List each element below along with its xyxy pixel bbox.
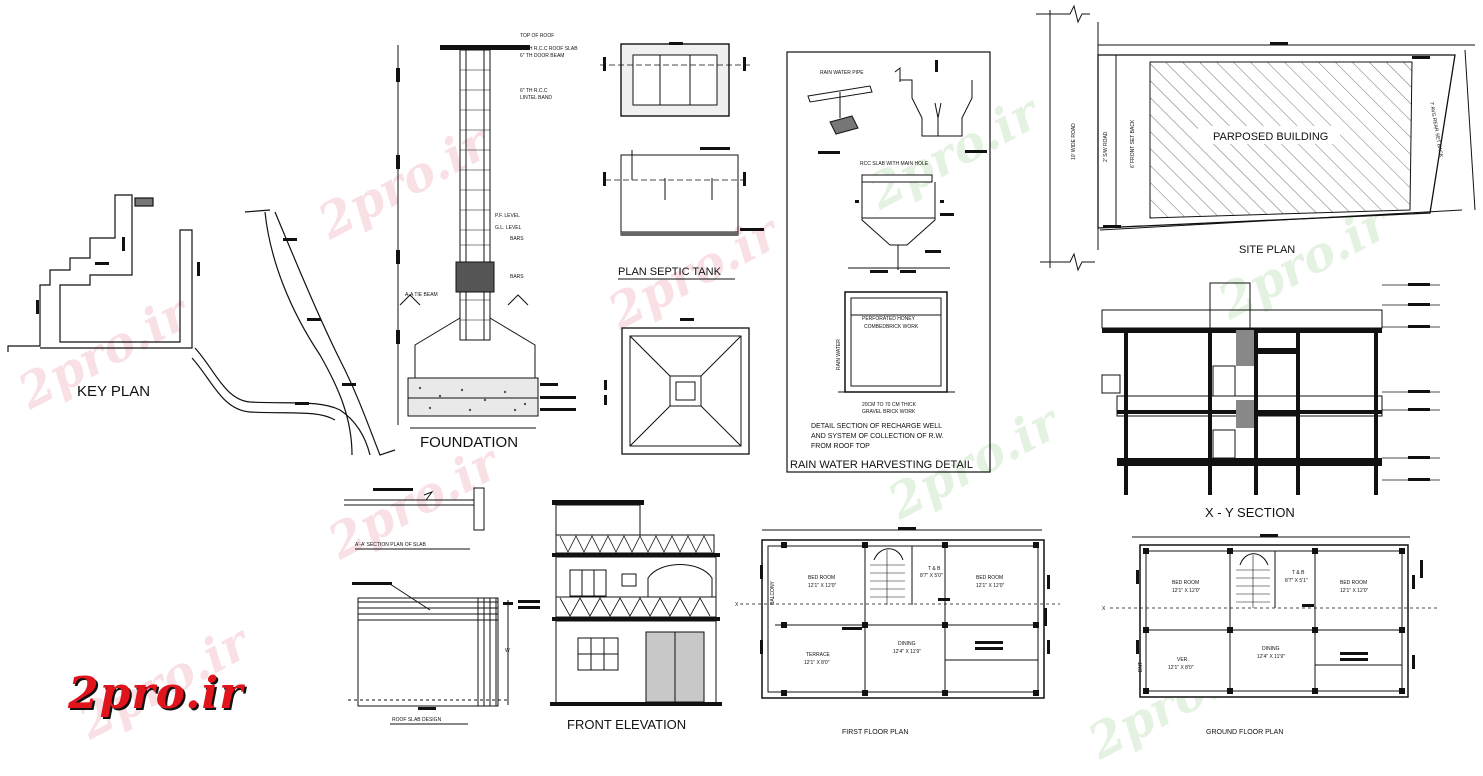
foundation-note-1: TOP OF ROOF	[520, 33, 554, 39]
gf-x-marker: X	[1102, 606, 1106, 612]
foundation-note-6: P.F. LEVEL	[495, 213, 520, 219]
ff-dining: DINING	[898, 641, 916, 647]
xy-section: X - Y SECTION	[1101, 282, 1440, 520]
watermark-2: 2pro.ir	[308, 113, 501, 251]
wide-road-label: 10' WIDE ROAD	[1071, 123, 1077, 160]
ff-tb-dim: 8'7" X 5'0"	[920, 573, 943, 579]
rain-water-harvesting-title: RAIN WATER HARVESTING DETAIL	[790, 459, 973, 471]
section-plan-slab-title: A'-A' SECTION PLAN OF SLAB	[355, 542, 426, 548]
parposed-building-label: PARPOSED BUILDING	[1213, 131, 1328, 143]
ff-dining-dim: 12'4" X 11'9"	[893, 649, 921, 655]
first-floor-plan-title: FIRST FLOOR PLAN	[842, 729, 908, 736]
xy-section-title: X - Y SECTION	[1205, 505, 1295, 520]
combed-label: COMBEDBRICK WORK	[864, 324, 919, 330]
front-elevation: FRONT ELEVATION	[550, 500, 722, 732]
gf-ent: ENT	[1138, 662, 1144, 672]
key-plan-title: KEY PLAN	[77, 383, 150, 400]
ff-bed-right: BED ROOM	[976, 575, 1003, 581]
rcc-slab-label: RCC SLAB WITH MAIN HOLE	[860, 161, 929, 167]
foundation-note-2: 6" TH R.C.C ROOF SLAB	[520, 46, 578, 52]
rain-water-label: RAIN WATER	[836, 339, 842, 370]
ground-floor-plan: X BED ROOM 12'1" X 12'0" T & B 8'7" X 5'…	[1102, 534, 1440, 736]
gf-ver: VER.	[1177, 657, 1189, 663]
plan-septic-tank-title: PLAN SEPTIC TANK	[618, 266, 722, 278]
roof-slab-design-title: ROOF SLAB DESIGN	[392, 717, 442, 723]
detail-section-line-1: DETAIL SECTION OF RECHARGE WELL	[811, 423, 942, 430]
gravel-label-2: GRAVEL BRICK WORK	[862, 409, 916, 415]
foundation-note-7: G.L. LEVEL	[495, 225, 522, 231]
ff-terrace: TERRACE	[806, 652, 831, 658]
gf-bed-left: BED ROOM	[1172, 580, 1199, 586]
gf-bed-left-dim: 12'1" X 12'0"	[1172, 588, 1200, 594]
gf-tb-dim: 8'7" X 5'1"	[1285, 578, 1308, 584]
ff-terrace-dim: 12'1" X 8'0"	[804, 660, 830, 666]
gf-bed-right: BED ROOM	[1340, 580, 1367, 586]
detail-section-line-3: FROM ROOF TOP	[811, 443, 870, 450]
foundation-title: FOUNDATION	[420, 434, 518, 451]
watermark-4: 2pro.ir	[858, 83, 1051, 221]
foundation-detail: TOP OF ROOF 6" TH R.C.C ROOF SLAB 6" TH …	[396, 33, 578, 451]
gf-bed-right-dim: 12'1" X 12'0"	[1340, 588, 1368, 594]
foundation-note-4: 6" TH R.C.C	[520, 88, 548, 94]
foundation-note-3: 6" TH DOOR BEAM	[520, 53, 564, 59]
front-set-back-label: 6' FRONT SET BACK	[1130, 119, 1136, 168]
ff-bed-left-dim: 12'1" X 12'0"	[808, 583, 836, 589]
ff-balcony: BALCONY	[770, 580, 776, 605]
septic-tank: PLAN SEPTIC TANK	[600, 42, 764, 455]
site-plan: PARPOSED BUILDING 10' WIDE ROAD 2' S/W R…	[1036, 4, 1476, 272]
ff-bed-left: BED ROOM	[808, 575, 835, 581]
ground-floor-plan-title: GROUND FLOOR PLAN	[1206, 729, 1283, 736]
rain-water-pipe-label: RAIN WATER PIPE	[820, 70, 864, 76]
gf-dining: DINING	[1262, 646, 1280, 652]
gf-tb: T & B	[1292, 570, 1305, 576]
side-road-label: 2' S/W ROAD	[1103, 131, 1109, 162]
first-floor-plan: X BED ROOM 12'1" X 12'0" T & B 8'7" X 5'…	[735, 527, 1060, 736]
perforated-label: PERFORATED HONEY	[862, 316, 916, 322]
foundation-note-9: BARS	[510, 274, 524, 280]
foundation-note-5: LINTEL BAND	[520, 95, 552, 101]
rain-water-harvesting: RAIN WATER PIPE RCC SLAB WITH MAIN HOLE …	[786, 51, 991, 473]
foundation-note-8: BARS	[510, 236, 524, 242]
gravel-label-1: 20CM TO 70 CM THICK	[862, 402, 917, 408]
gf-ver-dim: 12'1" X 8'0"	[1168, 665, 1194, 671]
w-label: W	[505, 648, 510, 654]
ff-bed-right-dim: 12'1" X 12'0"	[976, 583, 1004, 589]
detail-section-line-2: AND SYSTEM OF COLLECTION OF R.W.	[811, 433, 944, 440]
foundation-note-10: A-A TIE BEAM	[405, 292, 438, 298]
slab-section: A'-A' SECTION PLAN OF SLAB W ROOF SLAB D…	[344, 487, 540, 725]
brand-logo: 2pro.ir	[68, 668, 244, 719]
ff-x-marker: X	[735, 602, 739, 608]
front-elevation-title: FRONT ELEVATION	[567, 717, 686, 732]
ff-tb: T & B	[928, 566, 941, 572]
key-plan: KEY PLAN	[7, 194, 396, 456]
site-plan-title: SITE PLAN	[1239, 244, 1295, 256]
gf-dining-dim: 12'4" X 11'9"	[1257, 654, 1285, 660]
foundation-bars	[465, 50, 485, 340]
